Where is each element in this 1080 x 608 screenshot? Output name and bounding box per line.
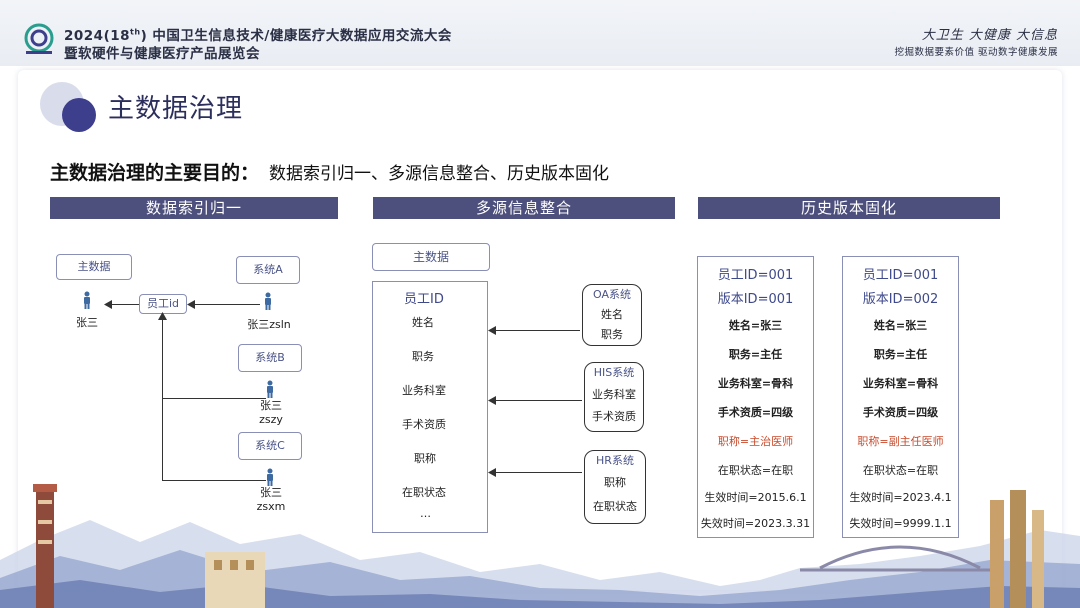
system-c-person-icon <box>267 468 273 486</box>
integrate-field: 职务 <box>412 350 434 363</box>
subtitle-detail: 数据索引归一、多源信息整合、历史版本固化 <box>269 164 610 184</box>
version-2-qual: 手术资质=四级 <box>862 406 939 419</box>
conference-tagline: 挖掘数据要素价值 驱动数字健康发展 <box>894 47 1058 58</box>
version-1-dept: 业务科室=骨科 <box>717 377 794 390</box>
version-2-duty: 职务=主任 <box>873 348 928 361</box>
conference-title-line2: 暨软硬件与健康医疗产品展览会 <box>64 46 260 62</box>
hr-system-box <box>584 450 646 524</box>
system-c-box: 系统C <box>238 432 302 460</box>
master-person-icon <box>84 291 90 309</box>
system-a-person-icon <box>265 292 271 310</box>
his-system-title: HIS系统 <box>593 366 635 379</box>
arrow-head-icon <box>158 312 167 320</box>
oa-system-item: 姓名 <box>601 308 623 321</box>
hr-system-title: HR系统 <box>596 454 634 467</box>
version-2-title: 职称=副主任医师 <box>857 435 944 448</box>
version-1-name: 姓名=张三 <box>728 319 783 332</box>
arrow-head-icon <box>104 300 112 309</box>
version-2-start: 生效时间=2023.4.1 <box>849 491 952 504</box>
version-1-qual: 手术资质=四级 <box>717 406 794 419</box>
system-b-person-label: 张三 zszy <box>259 399 283 426</box>
oa-system-item: 职务 <box>601 328 623 341</box>
version-2-name: 姓名=张三 <box>873 319 928 332</box>
line-hr <box>492 472 582 473</box>
version-2-dept: 业务科室=骨科 <box>862 377 939 390</box>
conference-logo-icon <box>24 23 54 54</box>
version-1-title: 职称=主治医师 <box>717 435 794 448</box>
oa-system-box <box>582 284 642 346</box>
arrow-head-icon <box>488 468 496 477</box>
system-b-box: 系统B <box>238 344 302 372</box>
integrate-emp-id: 员工ID <box>404 292 444 307</box>
landscape-illustration <box>0 484 1080 608</box>
line-oa <box>492 330 580 331</box>
system-c-person-label: 张三 zsxm <box>256 486 286 513</box>
line-his <box>492 400 582 401</box>
version-card-1 <box>697 256 814 538</box>
integrate-field: 业务科室 <box>402 384 446 397</box>
column-header-history: 历史版本固化 <box>698 197 1000 219</box>
subtitle-main: 主数据治理的主要目的： <box>50 162 260 184</box>
arrow-head-icon <box>488 326 496 335</box>
his-system-box <box>584 362 644 432</box>
integrate-master-record <box>372 281 488 533</box>
arrow-to-master <box>108 304 139 305</box>
system-b-person-icon <box>267 380 273 398</box>
index-master-box: 主数据 <box>56 254 132 280</box>
hr-system-item: 在职状态 <box>593 500 637 513</box>
master-person-label: 张三 <box>76 316 98 329</box>
conference-title-line1: 2024(18th) 中国卫生信息技术/健康医疗大数据应用交流大会 <box>64 27 452 45</box>
page-title: 主数据治理 <box>108 94 244 124</box>
conference-slogan: 大卫生 大健康 大信息 <box>921 28 1058 43</box>
integrate-field: 姓名 <box>412 316 434 329</box>
line-system-c <box>162 480 266 481</box>
line-system-a <box>192 304 260 305</box>
version-2-end: 失效时间=9999.1.1 <box>849 517 952 530</box>
column-header-integrate: 多源信息整合 <box>373 197 675 219</box>
version-1-emp-id: 员工ID=001 <box>717 268 794 283</box>
version-1-status: 在职状态=在职 <box>717 464 794 477</box>
arrow-head-icon <box>187 300 195 309</box>
integrate-master-box: 主数据 <box>372 243 490 271</box>
title-decoration-dot <box>62 98 96 132</box>
version-1-start: 生效时间=2015.6.1 <box>704 491 807 504</box>
integrate-field: 职称 <box>414 452 436 465</box>
system-a-box: 系统A <box>236 256 300 284</box>
arrow-head-icon <box>488 396 496 405</box>
version-2-emp-id: 员工ID=001 <box>862 268 939 283</box>
version-1-end: 失效时间=2023.3.31 <box>700 517 811 530</box>
header-bar <box>0 0 1080 66</box>
version-1-ver-id: 版本ID=001 <box>717 292 794 307</box>
his-system-item: 业务科室 <box>592 388 636 401</box>
column-header-index: 数据索引归一 <box>50 197 338 219</box>
emp-id-box: 员工id <box>139 294 187 314</box>
subtitle: 主数据治理的主要目的： 数据索引归一、多源信息整合、历史版本固化 <box>50 158 609 185</box>
integrate-field: 手术资质 <box>402 418 446 431</box>
hr-system-item: 职称 <box>604 476 626 489</box>
oa-system-title: OA系统 <box>593 288 631 301</box>
version-card-2 <box>842 256 959 538</box>
version-1-duty: 职务=主任 <box>728 348 783 361</box>
integrate-field: … <box>420 507 431 520</box>
trunk-line <box>162 314 163 480</box>
system-a-person-label: 张三zsln <box>247 318 291 331</box>
version-2-status: 在职状态=在职 <box>862 464 939 477</box>
integrate-field: 在职状态 <box>402 486 446 499</box>
version-2-ver-id: 版本ID=002 <box>862 292 939 307</box>
his-system-item: 手术资质 <box>592 410 636 423</box>
line-system-b <box>162 398 266 399</box>
